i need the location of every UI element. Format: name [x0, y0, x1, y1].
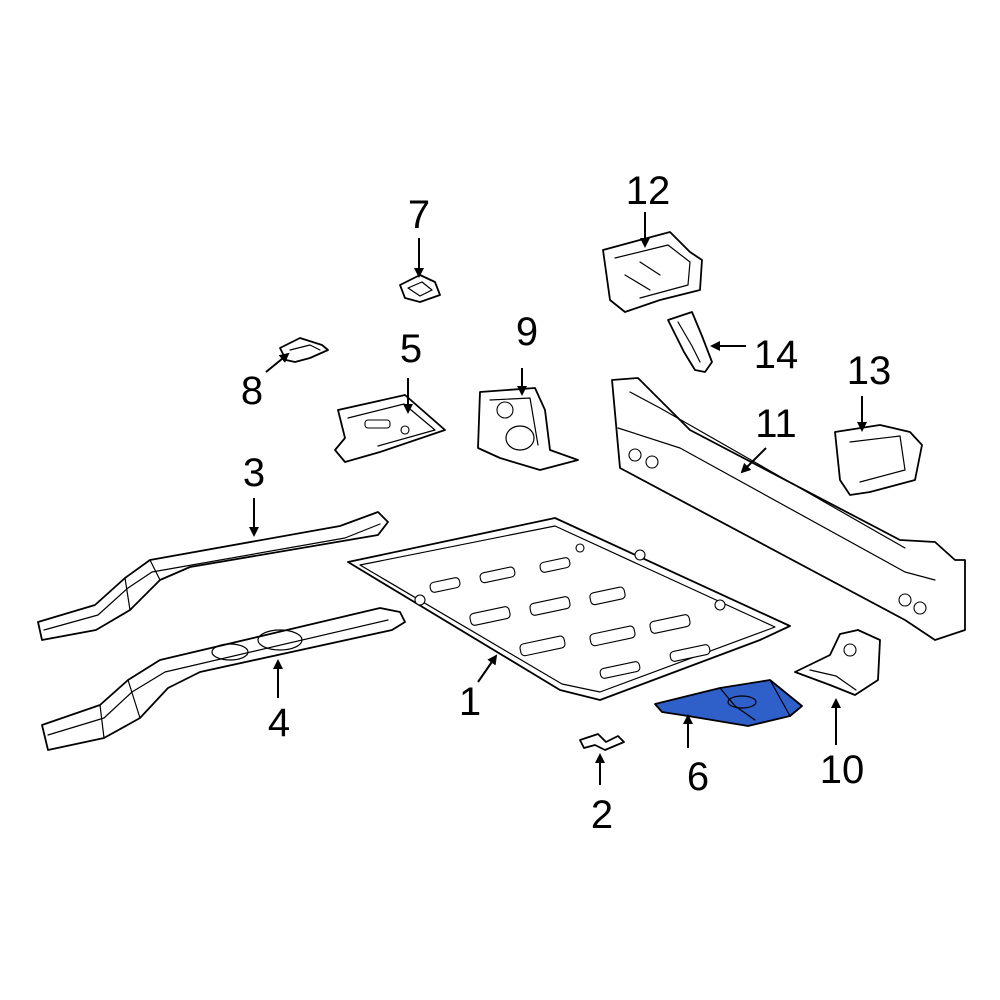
callout-4: 4	[268, 701, 290, 745]
part-4-side-rail[interactable]	[41, 607, 406, 751]
callout-7: 7	[408, 193, 430, 237]
part-11-rocker[interactable]	[611, 377, 966, 641]
part-5-bracket[interactable]	[334, 394, 446, 463]
part-13-bracket[interactable]	[834, 424, 923, 496]
part-10-bracket[interactable]	[794, 629, 881, 696]
leader-8	[265, 352, 290, 373]
part-8-bracket[interactable]	[279, 337, 329, 363]
callout-12: 12	[626, 169, 671, 213]
leader-lines	[249, 212, 867, 785]
part-6-panel[interactable]	[654, 679, 803, 727]
callout-1: 1	[459, 680, 481, 724]
leader-1	[477, 654, 498, 683]
part-2-bracket[interactable]	[579, 733, 625, 751]
callout-3: 3	[243, 451, 265, 495]
callout-8: 8	[241, 369, 263, 413]
callout-11: 11	[755, 402, 797, 446]
callout-labels: 1 2 3 4 5 6 7 8 9 10 11 12 13 14	[241, 169, 891, 837]
leader-11	[740, 447, 767, 474]
callout-5: 5	[400, 327, 422, 371]
callout-13: 13	[847, 349, 892, 393]
callout-6: 6	[687, 755, 709, 799]
callout-10: 10	[820, 748, 865, 792]
part-9-extension[interactable]	[477, 387, 579, 471]
part-3-side-rail[interactable]	[37, 511, 389, 641]
part-14-reinforcement[interactable]	[667, 311, 713, 373]
part-12-bracket[interactable]	[602, 231, 703, 313]
callout-2: 2	[591, 793, 613, 837]
part-1-floor-pan[interactable]	[347, 517, 791, 701]
part-7-cap[interactable]	[399, 274, 441, 303]
callout-9: 9	[516, 310, 538, 354]
callout-14: 14	[754, 333, 799, 377]
